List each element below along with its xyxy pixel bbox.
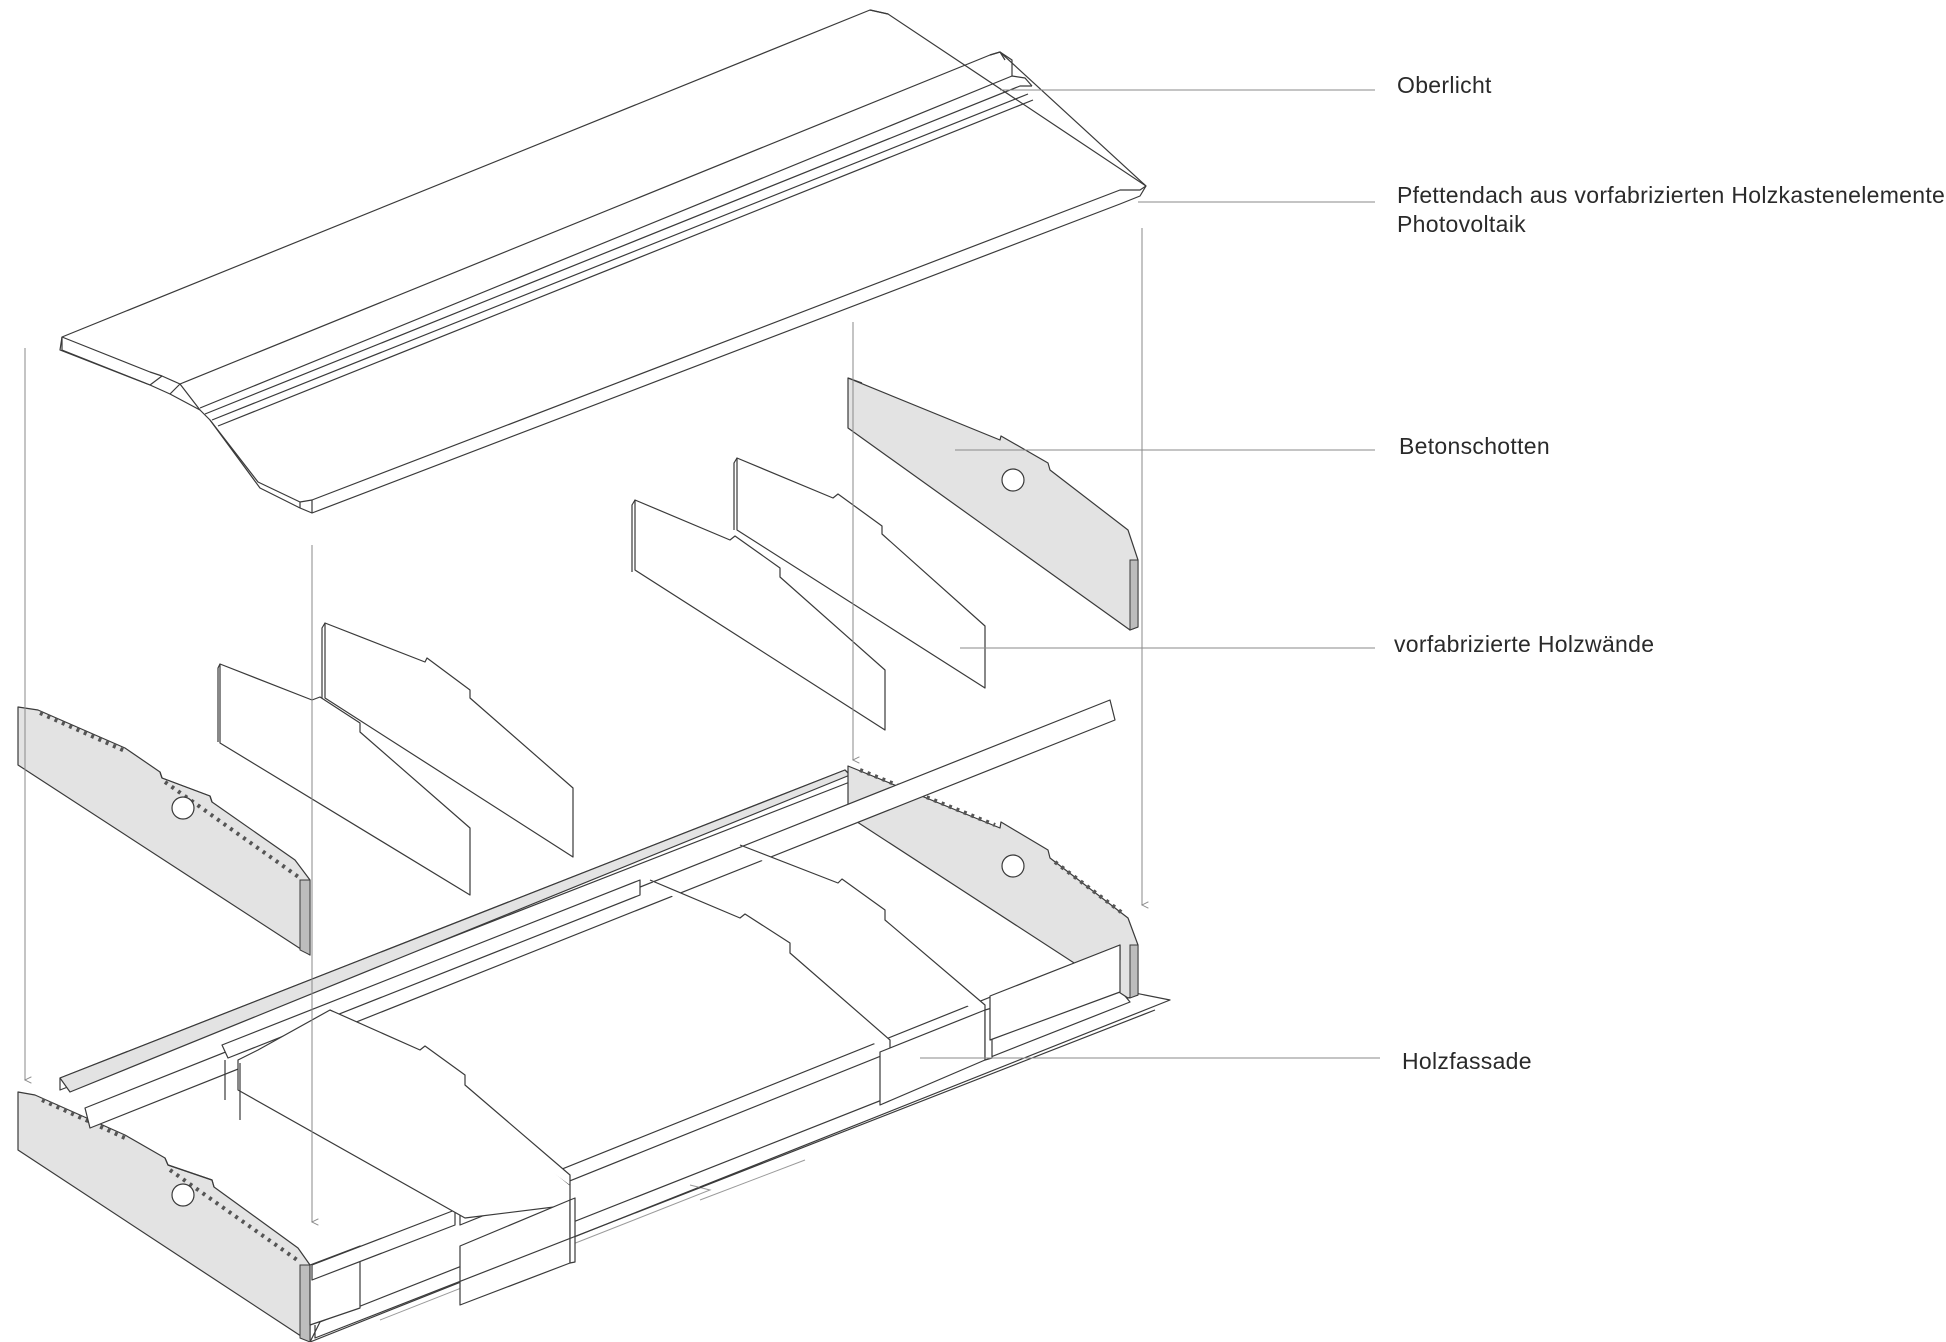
leader-lines <box>920 89 1380 1059</box>
label-holzwaende: vorfabrizierte Holzwände <box>1394 631 1655 657</box>
label-oberlicht: Oberlicht <box>1397 72 1492 98</box>
label-pfettendach: Pfettendach aus vorfabrizierten Holzkast… <box>1397 181 1946 239</box>
label-holzfassade: Holzfassade <box>1402 1048 1532 1074</box>
left-concrete-wall-upper <box>17 706 311 956</box>
timber-walls-upper <box>217 457 986 896</box>
label-pfettendach-line2: Photovoltaik <box>1397 211 1526 237</box>
roof-element <box>59 9 1147 514</box>
label-pfettendach-line1: Pfettendach aus vorfabrizierten Holzkast… <box>1397 182 1946 208</box>
right-concrete-wall-upper <box>847 377 1139 631</box>
label-betonschotten: Betonschotten <box>1399 433 1550 459</box>
assembly-arrows <box>23 228 1149 1226</box>
base-assembly <box>17 699 1171 1342</box>
